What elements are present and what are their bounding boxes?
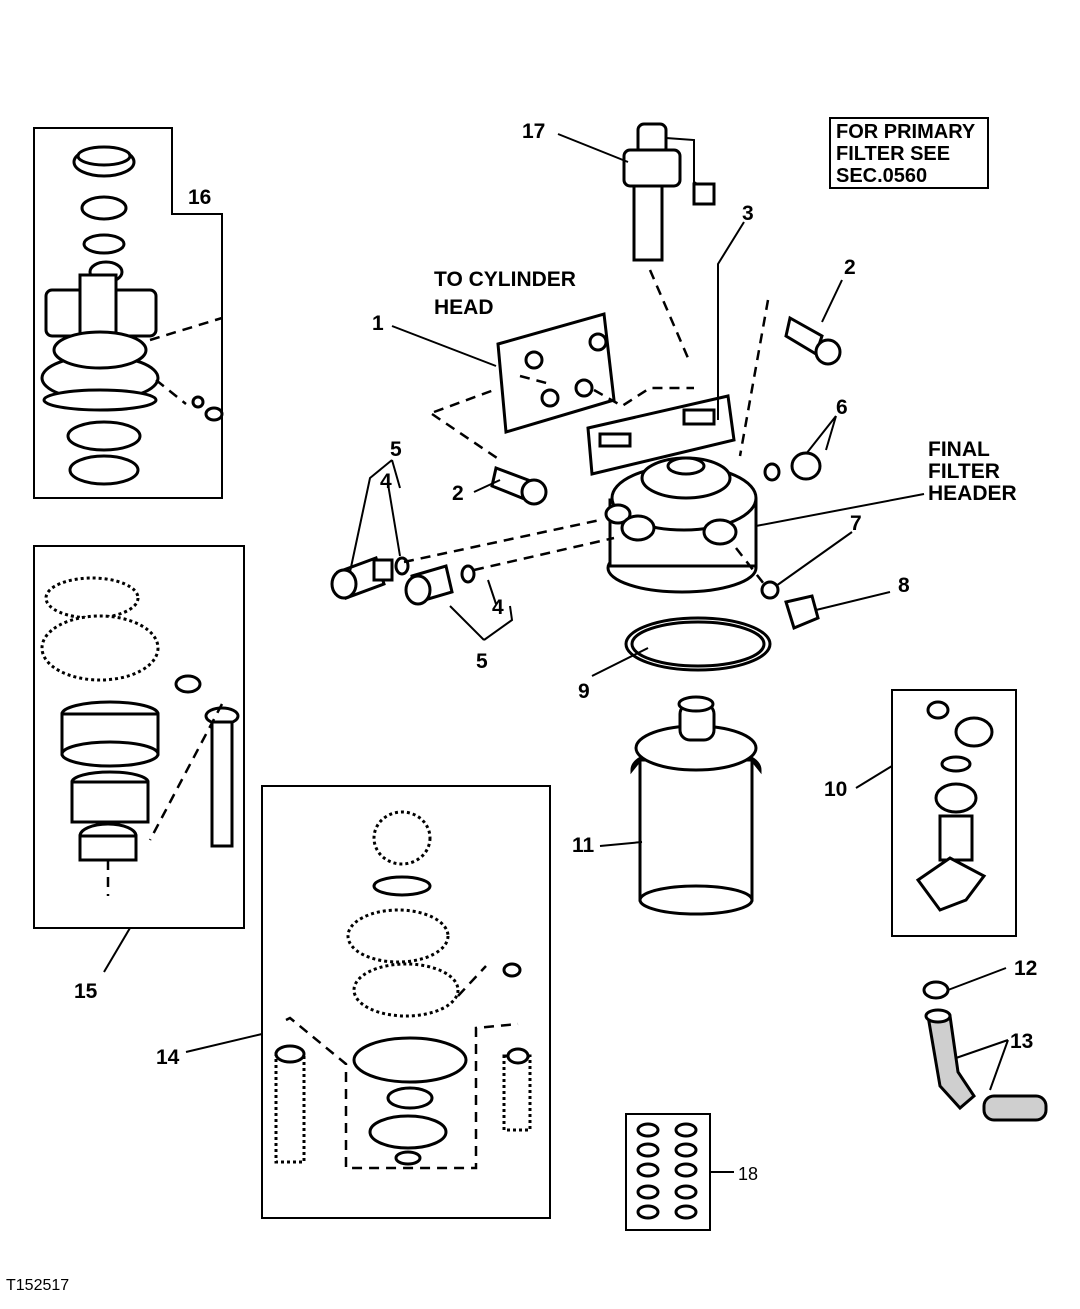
kit-15-box [33,545,245,929]
hose-clamp-12 [922,980,950,1000]
callout-numbers: 17 16 3 2 1 6 5 4 2 7 8 4 5 9 10 11 12 1… [74,120,1037,1184]
kit-10-box [891,689,1017,937]
callout-12: 12 [1014,957,1037,980]
callout-11: 11 [572,834,595,857]
fuel-hose-13 [924,1008,1048,1122]
label-final-filter-header-2: FILTER [928,460,1000,483]
callout-18: 18 [738,1164,758,1184]
figure-id: T152517 [6,1277,69,1294]
callout-1: 1 [372,312,384,335]
assembly-labels: TO CYLINDER HEAD FINAL FILTER HEADER [434,268,1017,505]
note-line-3: SEC.0560 [836,165,927,187]
header-gasket-1 [431,312,694,462]
filter-element-11 [630,695,762,916]
kit-16-box [33,127,224,499]
callout-3: 3 [742,202,754,225]
callout-14: 14 [156,1046,180,1069]
fitting-7-8 [735,547,820,631]
callout-16: 16 [188,186,211,209]
callout-6: 6 [836,396,848,419]
cap-screw-2-right [738,299,842,457]
callout-5-upper: 5 [390,438,402,461]
callout-5-lower: 5 [476,650,488,673]
callout-17: 17 [522,120,545,143]
water-sensor-17 [622,122,716,359]
leader-lines [103,133,1009,1173]
cap-screw-2-left [490,465,548,506]
callout-4-lower: 4 [492,596,504,619]
note-line-1: FOR PRIMARY [836,121,976,143]
fittings-4-5 [330,518,615,606]
label-to-cylinder-head-2: HEAD [434,296,494,319]
callout-10: 10 [824,778,847,801]
seal-ring-9 [624,616,772,672]
label-to-cylinder-head-1: TO CYLINDER [434,268,576,291]
primary-filter-note: FOR PRIMARY FILTER SEE SEC.0560 [829,117,989,189]
note-line-2: FILTER SEE [836,143,950,165]
mounting-bracket-3 [586,394,736,476]
callout-2-left: 2 [452,482,464,505]
callout-4-upper: 4 [380,470,392,493]
callout-2-right: 2 [844,256,856,279]
nut-washer-6 [763,451,822,482]
callout-7: 7 [850,512,862,535]
label-final-filter-header-3: HEADER [928,482,1017,505]
callout-15: 15 [74,980,98,1003]
callout-8: 8 [898,574,910,597]
label-final-filter-header-1: FINAL [928,438,990,461]
callout-13: 13 [1010,1030,1033,1053]
callout-9: 9 [578,680,590,703]
kit-18-box [625,1113,711,1231]
final-filter-header-body [604,456,758,594]
kit-14-box [261,785,551,1219]
